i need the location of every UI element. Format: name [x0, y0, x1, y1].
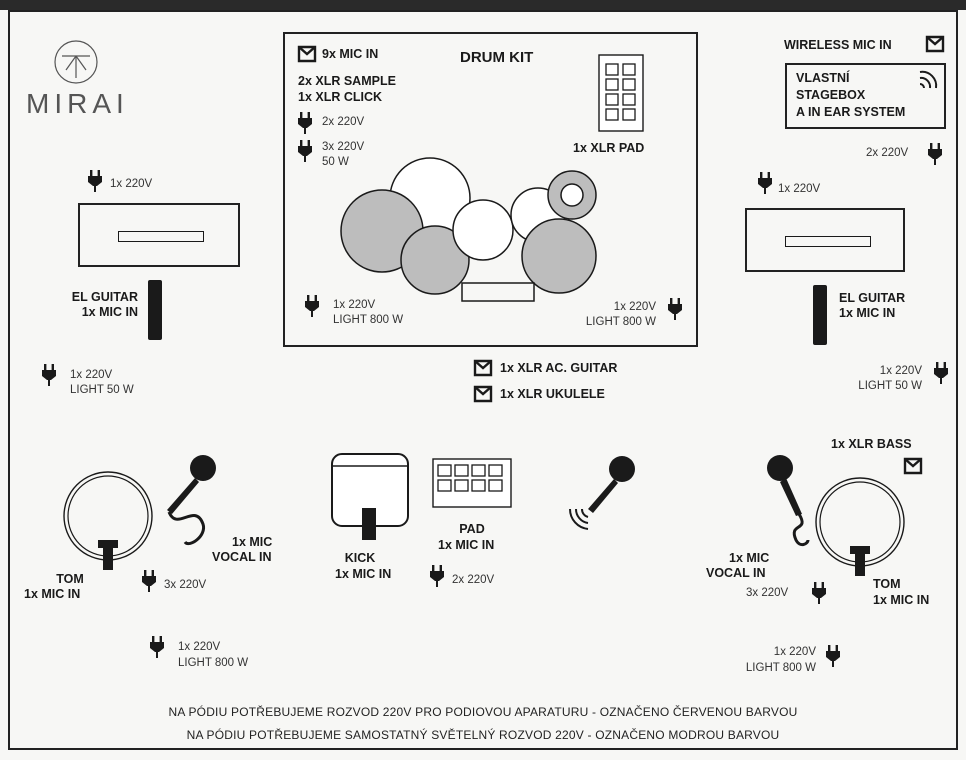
right-tom-light-2: LIGHT 800 W — [745, 662, 816, 674]
stagebox-line-1: VLASTNÍ — [796, 71, 850, 85]
left-guitar-light-2: LIGHT 50 W — [70, 384, 134, 396]
left-tom-light-1: 1x 220V — [178, 641, 221, 653]
xlr-input-icon — [925, 35, 945, 53]
pad-label-2: 1x MIC IN — [438, 538, 495, 552]
drum-pad-icon — [598, 54, 644, 132]
floor-tom-icon — [63, 471, 153, 570]
right-guitar-power: 1x 220V — [778, 183, 821, 195]
drum-mic-in: 9x MIC IN — [322, 47, 379, 61]
power-plug-icon — [42, 364, 56, 386]
power-plug-icon — [928, 143, 942, 165]
stagebox — [785, 63, 946, 129]
drum-xlr-pad: 1x XLR PAD — [573, 141, 645, 155]
right-tom-light-1: 1x 220V — [773, 646, 816, 658]
right-guitar-light-2: LIGHT 50 W — [858, 380, 922, 392]
right-tom-label-2: 1x MIC IN — [873, 593, 930, 607]
left-tom-label-2: 1x MIC IN — [24, 587, 81, 601]
drum-kit-icon — [340, 157, 597, 302]
vocal-mic-icon — [767, 455, 810, 547]
right-guitar-amp — [745, 208, 905, 272]
drum-light-right-2: LIGHT 800 W — [585, 316, 656, 328]
drum-light-right-1: 1x 220V — [613, 301, 656, 313]
left-guitar-label-2: 1x MIC IN — [81, 305, 138, 319]
amp-grille — [118, 231, 204, 242]
wireless-mic-icon — [568, 456, 635, 530]
power-plug-icon — [305, 295, 319, 317]
left-vocal-label-1: 1x MIC — [232, 535, 273, 549]
stagebox-line-2: STAGEBOX — [796, 88, 866, 102]
power-plug-icon — [430, 565, 444, 587]
left-guitar-amp — [78, 203, 240, 267]
stagebox-power: 2x 220V — [866, 147, 909, 159]
power-plug-icon — [934, 362, 948, 384]
left-tom-light-2: LIGHT 800 W — [178, 657, 249, 669]
xlr-input-icon — [473, 359, 493, 377]
vocal-mic-icon — [167, 455, 216, 545]
drum-power-3-watts: 50 W — [322, 156, 349, 168]
left-vocal-label-2: VOCAL IN — [212, 550, 272, 564]
power-plug-icon — [668, 298, 682, 320]
amp-grille — [785, 236, 871, 247]
footer-line-2: NA PÓDIU POTŘEBUJEME SAMOSTATNÝ SVĚTELNÝ… — [186, 728, 780, 742]
xlr-input-icon — [297, 45, 317, 63]
ac-guitar-label: 1x XLR AC. GUITAR — [500, 361, 618, 375]
mic-icon — [148, 280, 162, 340]
right-vocal-label-1: 1x MIC — [729, 551, 770, 565]
xlr-input-icon — [903, 457, 923, 475]
power-plug-icon — [142, 570, 156, 592]
drum-kit-area — [283, 32, 698, 347]
power-plug-icon — [826, 645, 840, 667]
right-guitar-label-2: 1x MIC IN — [839, 306, 896, 320]
left-tom-label-1: TOM — [56, 572, 84, 586]
wireless-signal-icon — [919, 70, 938, 89]
drum-light-left-1: 1x 220V — [333, 299, 376, 311]
mic-icon — [813, 285, 827, 345]
stagebox-line-3: A IN EAR SYSTEM — [796, 105, 906, 119]
drum-xlr-sample: 2x XLR SAMPLE — [298, 74, 396, 88]
drum-power-3: 3x 220V — [322, 141, 365, 153]
mirai-logo-icon — [54, 40, 98, 84]
right-guitar-light-1: 1x 220V — [879, 365, 922, 377]
top-edge — [0, 0, 966, 10]
kick-drum-icon — [331, 453, 409, 540]
power-plug-icon — [758, 172, 772, 194]
floor-tom-icon — [815, 477, 905, 576]
xlr-input-icon — [473, 385, 493, 403]
kick-label-1: KICK — [344, 551, 376, 565]
right-tom-label-1: TOM — [873, 577, 901, 591]
power-plug-icon — [88, 170, 102, 192]
right-vocal-label-2: VOCAL IN — [706, 566, 766, 580]
drum-xlr-click: 1x XLR CLICK — [298, 90, 383, 104]
drum-power-2: 2x 220V — [322, 116, 365, 128]
kick-label-2: 1x MIC IN — [335, 567, 392, 581]
drum-pad-icon — [432, 458, 512, 508]
left-guitar-label-1: EL GUITAR — [71, 290, 138, 304]
brand-name: MIRAI — [26, 88, 129, 119]
left-guitar-light-1: 1x 220V — [70, 369, 113, 381]
power-plug-icon — [812, 582, 826, 604]
drum-title: DRUM KIT — [460, 49, 534, 66]
bass-label: 1x XLR BASS — [831, 437, 912, 451]
power-plug-icon — [298, 140, 312, 162]
stage-frame — [8, 10, 958, 750]
footer-line-1: NA PÓDIU POTŘEBUJEME ROZVOD 220V PRO POD… — [168, 705, 798, 719]
pad-power: 2x 220V — [452, 574, 495, 586]
right-guitar-label-1: EL GUITAR — [839, 291, 906, 305]
ukulele-label: 1x XLR UKULELE — [500, 387, 605, 401]
wireless-mic-label: WIRELESS MIC IN — [784, 38, 892, 52]
right-tom-power: 3x 220V — [746, 587, 789, 599]
left-guitar-power: 1x 220V — [110, 178, 153, 190]
pad-label-1: PAD — [459, 522, 485, 536]
power-plug-icon — [150, 636, 164, 658]
power-plug-icon — [298, 112, 312, 134]
drum-light-left-2: LIGHT 800 W — [333, 314, 404, 326]
left-tom-power: 3x 220V — [164, 579, 207, 591]
